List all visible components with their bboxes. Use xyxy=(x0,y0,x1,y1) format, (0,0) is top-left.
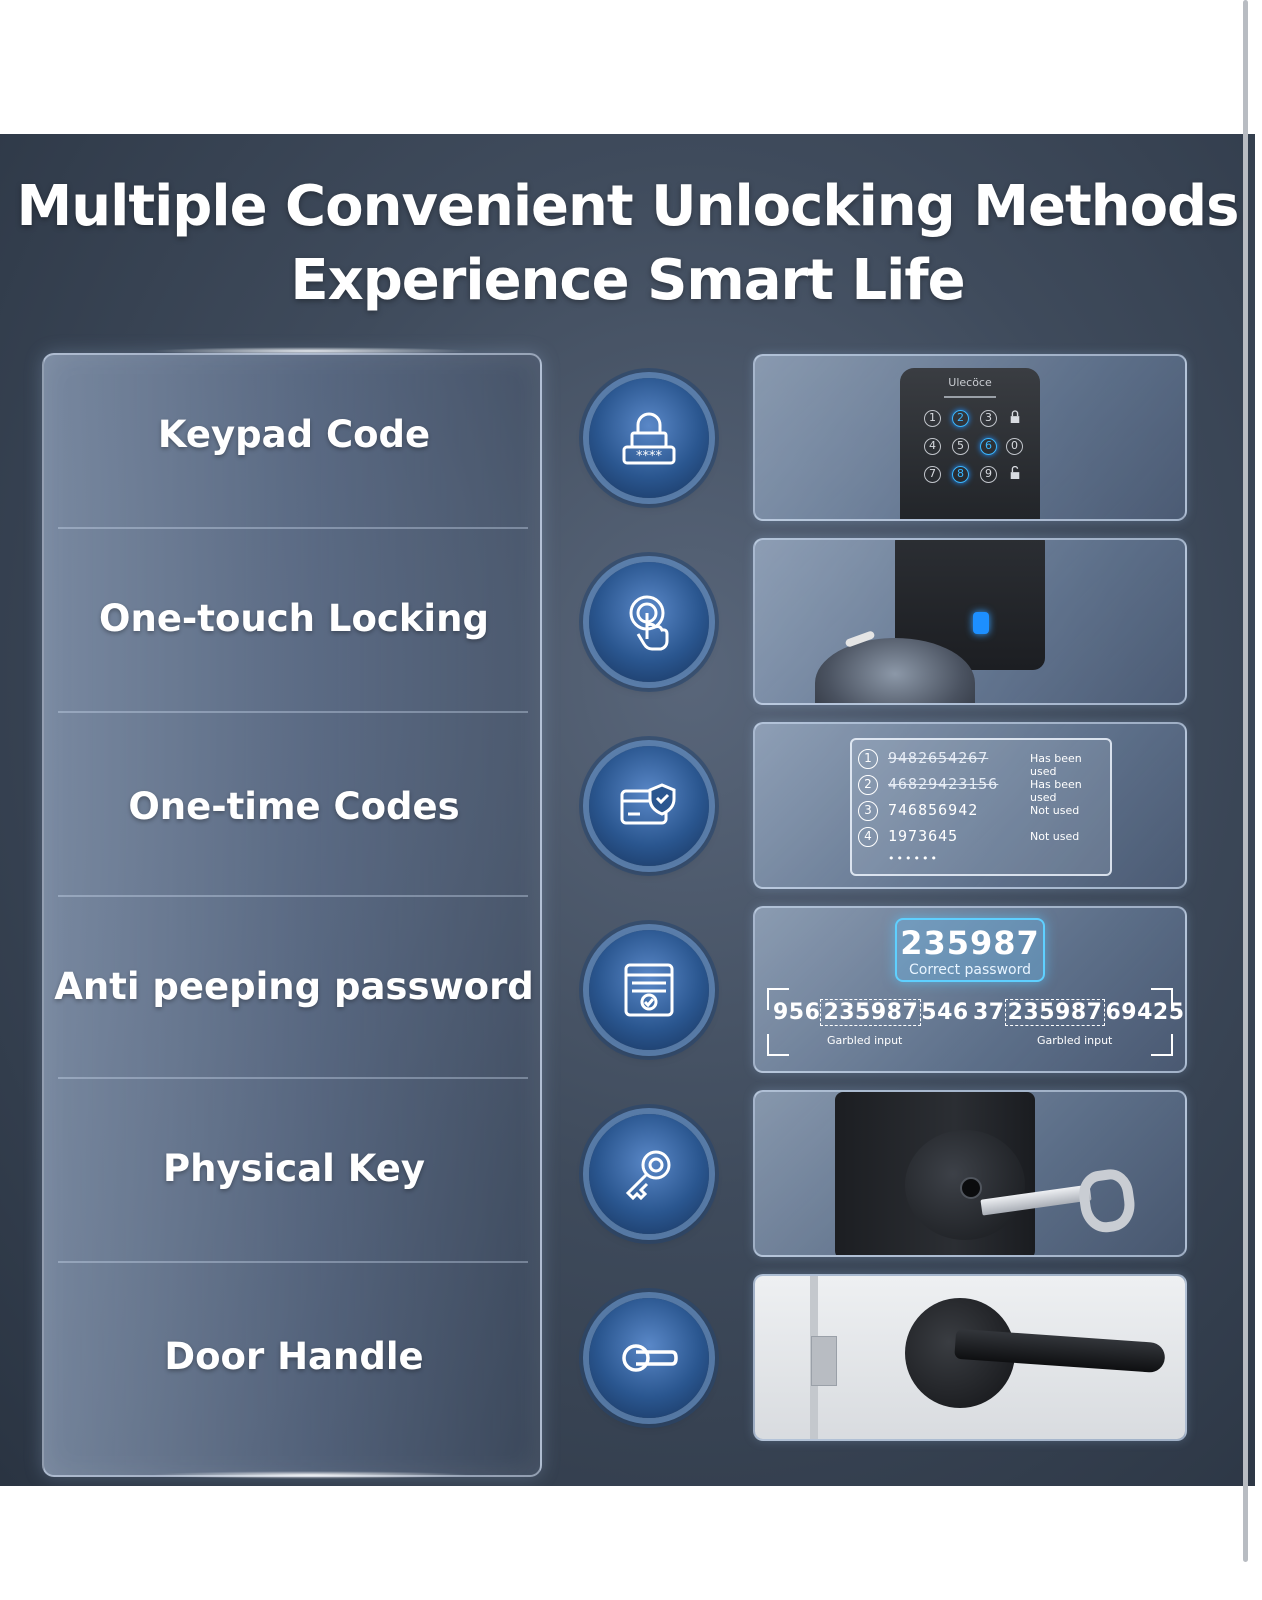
banner-title-line2: Experience Smart Life xyxy=(290,248,965,313)
correct-password: 235987 xyxy=(900,924,1040,962)
method-label-one-time: One-time Codes xyxy=(128,785,460,828)
lock-body xyxy=(895,540,1045,670)
code-index: 2 xyxy=(858,775,878,795)
code-dots: •••••• xyxy=(888,852,939,865)
code-status: Has been used xyxy=(1030,752,1082,778)
door-handle-icon xyxy=(589,1298,709,1418)
key-icon xyxy=(589,1114,709,1234)
padlock-password-icon: **** xyxy=(589,378,709,498)
garbled-label-2: Garbled input xyxy=(1037,1034,1113,1047)
bracket xyxy=(1151,1034,1173,1056)
key: 4 xyxy=(924,438,941,455)
keypad-image: Ulecöce 1 2 3 4 5 6 0 7 8 9 xyxy=(753,354,1187,521)
code-index: 1 xyxy=(858,749,878,769)
keypad-device: Ulecöce 1 2 3 4 5 6 0 7 8 9 xyxy=(900,368,1040,519)
row-divider xyxy=(58,711,528,713)
key: 2 xyxy=(952,410,969,427)
panel-glow-top xyxy=(150,347,470,355)
garble-mid: 235987 xyxy=(1004,999,1106,1026)
row-divider xyxy=(58,527,528,529)
keypad-brand: Ulecöce xyxy=(948,376,992,389)
key: 7 xyxy=(924,466,941,483)
brand-underline xyxy=(944,396,996,398)
row-divider xyxy=(58,895,528,897)
banner-title-line1: Multiple Convenient Unlocking Methods xyxy=(16,174,1240,239)
key: 3 xyxy=(980,410,997,427)
latch-plate xyxy=(811,1336,837,1386)
key: 8 xyxy=(952,466,969,483)
lock-icon xyxy=(1006,410,1023,427)
door-handle-image xyxy=(753,1274,1187,1441)
bracket xyxy=(767,1034,789,1056)
code-row: 3 746856942 Not used xyxy=(858,800,1108,822)
bracket xyxy=(1151,988,1173,1010)
code-row: 2 46829423156 Has been used xyxy=(858,774,1108,804)
code-status: Not used xyxy=(1030,830,1080,843)
correct-password-box: 235987 Correct password xyxy=(895,918,1045,982)
correct-password-label: Correct password xyxy=(908,962,1031,978)
code-status: Not used xyxy=(1030,804,1080,817)
code-row: 1 9482654267 Has been used xyxy=(858,748,1108,778)
garble-pre: 956 xyxy=(773,1000,821,1025)
code-value: 9482654267 xyxy=(888,749,989,767)
touch-finger-icon xyxy=(589,562,709,682)
code-list: 1 9482654267 Has been used 2 46829423156… xyxy=(850,738,1112,876)
card-shield-icon xyxy=(589,746,709,866)
screen-checklist-icon xyxy=(589,930,709,1050)
fingerprint-pad xyxy=(973,612,989,634)
svg-text:****: **** xyxy=(636,449,663,464)
unlock-icon xyxy=(1006,465,1023,483)
key: 6 xyxy=(980,438,997,455)
one-time-codes-image: 1 9482654267 Has been used 2 46829423156… xyxy=(753,722,1187,889)
code-status: Has been used xyxy=(1030,778,1082,804)
scrollbar[interactable] xyxy=(1243,0,1248,1562)
bracket xyxy=(767,988,789,1010)
row-divider xyxy=(58,1077,528,1079)
hand xyxy=(815,638,975,703)
code-value: 46829423156 xyxy=(888,775,999,793)
method-label-keypad: Keypad Code xyxy=(157,413,431,456)
one-touch-image xyxy=(753,538,1187,705)
key: 0 xyxy=(1006,438,1023,455)
panel-glow-bottom xyxy=(150,1471,470,1479)
key: 9 xyxy=(980,466,997,483)
code-row: 4 1973645 Not used xyxy=(858,826,1108,848)
garble-post: 69425 xyxy=(1105,1000,1185,1025)
banner-title: Multiple Convenient Unlocking Methods Ex… xyxy=(0,170,1255,318)
method-label-one-touch: One-touch Locking xyxy=(99,597,489,640)
keyhole xyxy=(960,1177,982,1199)
garble-mid: 235987 xyxy=(820,999,922,1026)
method-label-physical-key: Physical Key xyxy=(163,1147,425,1190)
garble-post: 546 xyxy=(921,1000,969,1025)
key-bow xyxy=(1075,1166,1139,1236)
methods-panel: Keypad Code One-touch Locking One-time C… xyxy=(42,353,542,1477)
garbled-label-1: Garbled input xyxy=(827,1034,903,1047)
feature-banner: Multiple Convenient Unlocking Methods Ex… xyxy=(0,134,1255,1486)
code-value: 1973645 xyxy=(888,827,959,845)
physical-key-image xyxy=(753,1090,1187,1257)
method-label-door-handle: Door Handle xyxy=(164,1335,424,1378)
code-index: 3 xyxy=(858,801,878,821)
code-index: 4 xyxy=(858,827,878,847)
code-value: 746856942 xyxy=(888,801,979,819)
method-label-anti-peeping: Anti peeping password xyxy=(54,965,534,1008)
row-divider xyxy=(58,1261,528,1263)
key: 1 xyxy=(924,410,941,427)
key: 5 xyxy=(952,438,969,455)
garble-pre: 37 xyxy=(973,1000,1005,1025)
